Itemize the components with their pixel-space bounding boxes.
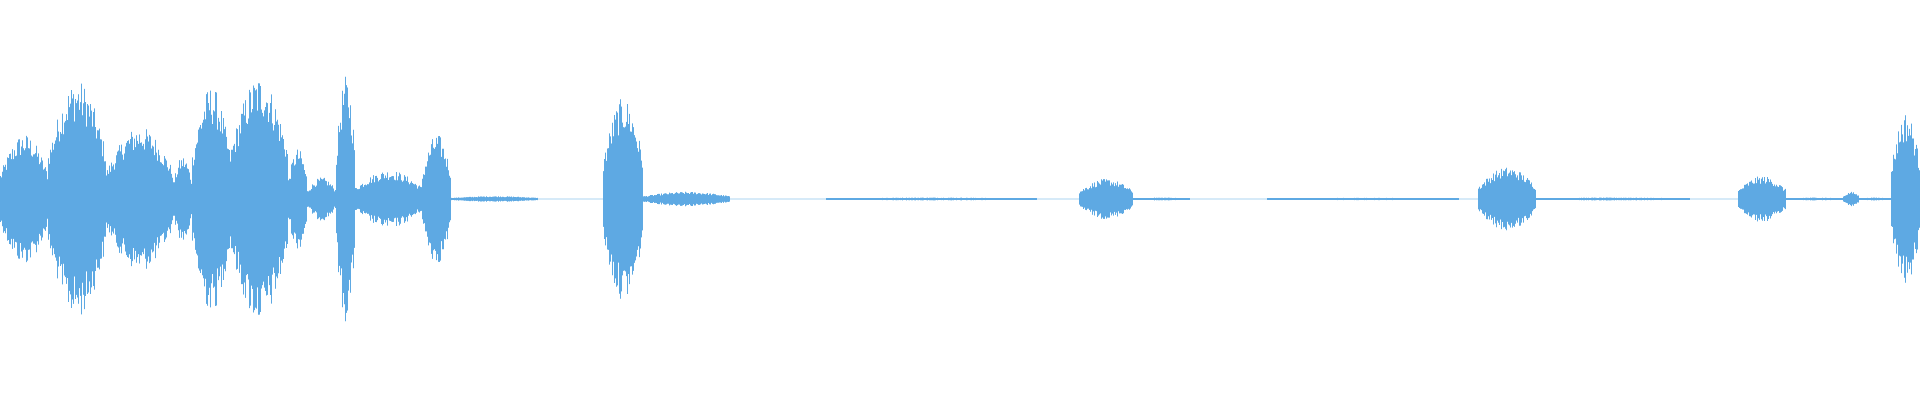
waveform-bars	[0, 76, 1920, 322]
